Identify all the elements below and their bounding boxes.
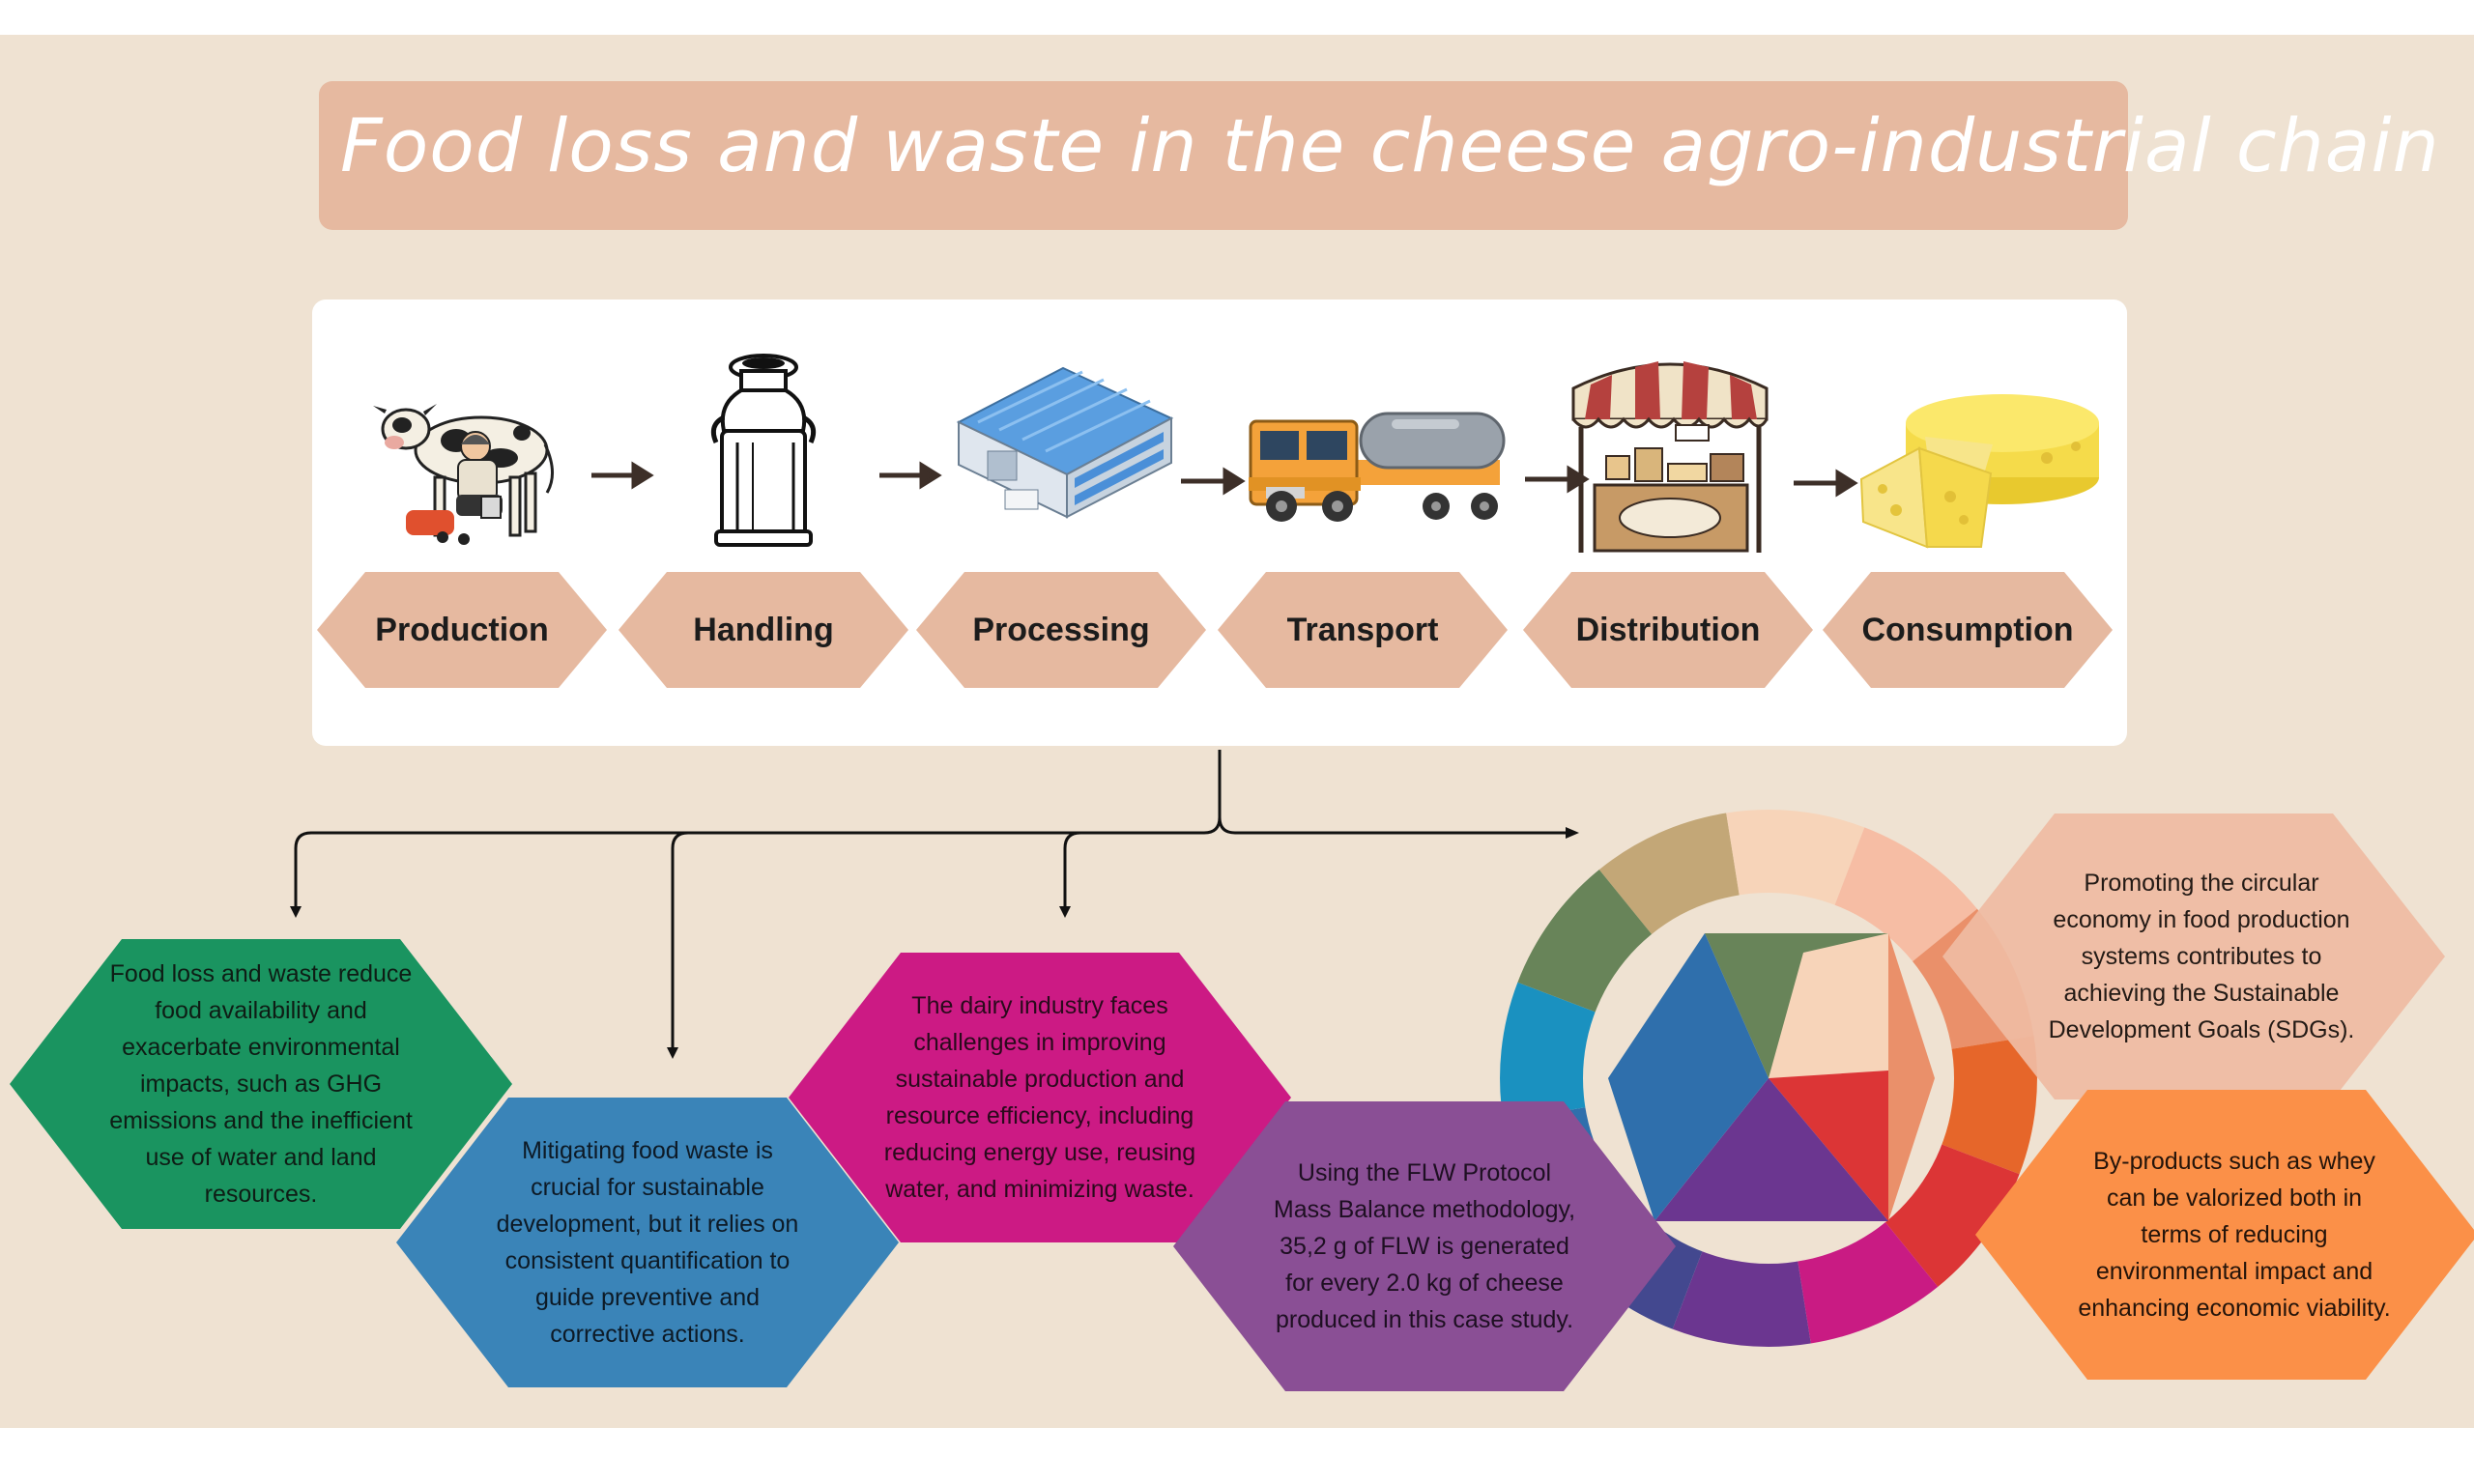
page-title: Food loss and waste in the cheese agro-i… <box>340 102 2440 188</box>
finding-text-5: Promoting the circular economy in food p… <box>2048 870 2355 1043</box>
finding-text-2: Mitigating food waste is crucial for sus… <box>496 1137 799 1348</box>
stage-label: Handling <box>693 611 834 648</box>
cheese-wheel-icon <box>1859 394 2099 549</box>
factory-icon <box>956 366 1174 519</box>
stage-consumption: Consumption <box>1823 572 2113 688</box>
finding-hex-5 <box>1942 813 2445 1099</box>
process-flow-card <box>312 300 2127 746</box>
finding-hex-3 <box>789 953 1291 1242</box>
stage-transport: Transport <box>1218 572 1508 688</box>
wheel-segment <box>1500 982 1606 1121</box>
tanker-truck-icon <box>1249 412 1506 522</box>
finding-hex-1 <box>10 939 512 1229</box>
stage-label: Transport <box>1286 611 1439 648</box>
stage-label: Processing <box>972 611 1150 648</box>
wheel-segment <box>1931 1036 2037 1175</box>
finding-text-4: Using the FLW Protocol Mass Balance meth… <box>1273 1159 1576 1333</box>
stage-label: Consumption <box>1861 611 2074 648</box>
stage-label: Distribution <box>1575 611 1761 648</box>
finding-text-1: Food loss and waste reduce food availabi… <box>109 960 413 1208</box>
wheel-segment <box>1672 1241 1811 1347</box>
finding-text-3: The dairy industry faces challenges in i… <box>883 992 1196 1203</box>
stage-processing: Processing <box>916 572 1206 688</box>
finding-text-6: By-products such as whey can be valorize… <box>2078 1148 2391 1322</box>
finding-hex-4 <box>1173 1101 1676 1391</box>
stage-production: Production <box>317 572 607 688</box>
stage-distribution: Distribution <box>1523 572 1813 688</box>
wheel-segment <box>1726 810 1865 916</box>
finding-hex-6 <box>1975 1090 2474 1380</box>
stage-label: Production <box>375 611 549 648</box>
title-banner: Food loss and waste in the cheese agro-i… <box>319 81 2440 230</box>
milk-can-icon <box>710 354 817 547</box>
stage-handling: Handling <box>618 572 908 688</box>
finding-hex-2 <box>396 1098 899 1387</box>
market-stall-icon <box>1571 361 1769 553</box>
cow-milking-icon <box>373 404 554 545</box>
